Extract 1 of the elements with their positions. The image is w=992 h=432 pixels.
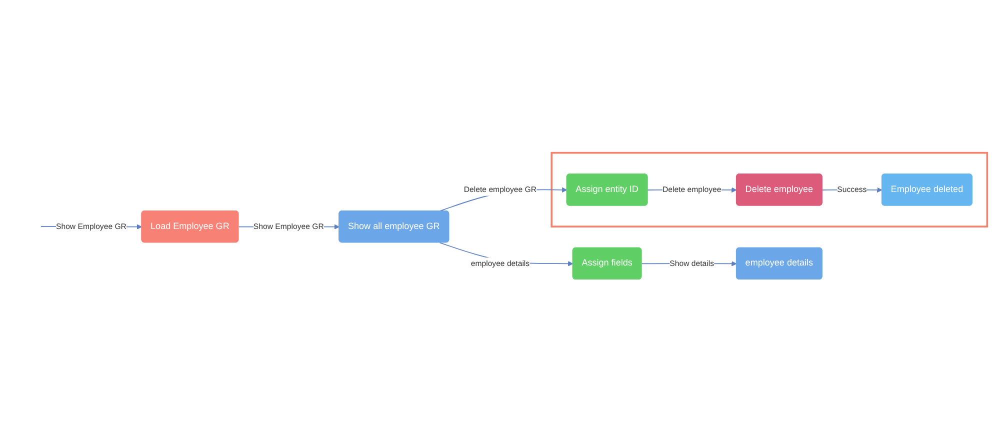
cluster [550,152,988,228]
